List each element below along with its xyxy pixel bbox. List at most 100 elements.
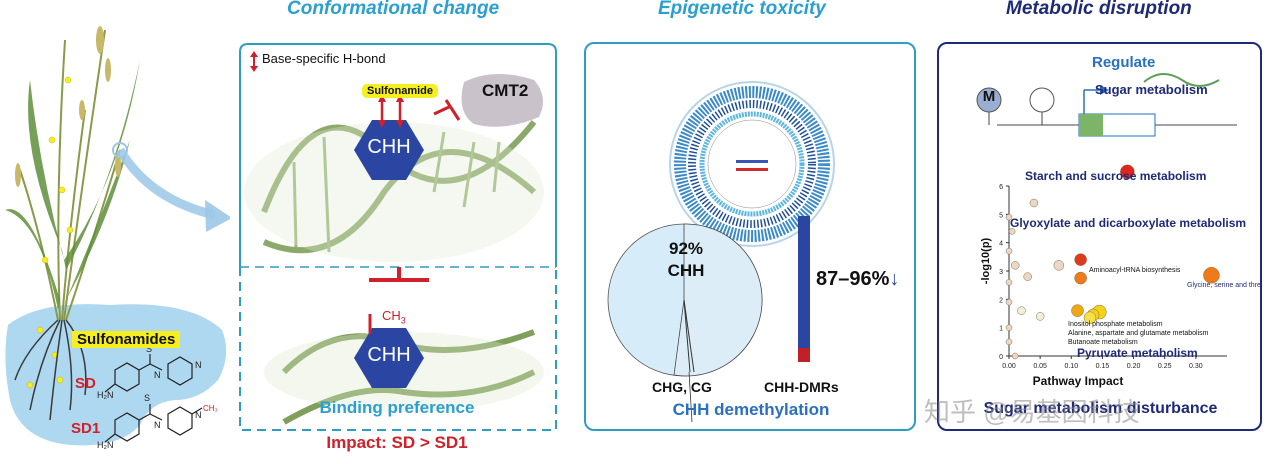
cmt2-label: CMT2 bbox=[482, 81, 529, 100]
scatter-point bbox=[1005, 324, 1013, 331]
epigenetic-graphics bbox=[607, 81, 835, 423]
dmr-bar-red bbox=[798, 348, 810, 362]
sd-structure-icon bbox=[104, 354, 193, 393]
scatter-point bbox=[1120, 164, 1135, 180]
scatter-point bbox=[1005, 298, 1013, 306]
metabolic-title: Metabolic disruption bbox=[1006, 0, 1192, 19]
pathway-annotation: Starch and sucrose metabolism bbox=[1025, 169, 1206, 183]
sd-label: SD bbox=[75, 375, 96, 392]
dmr-bar bbox=[798, 216, 810, 362]
unmethyl-circle bbox=[1029, 87, 1055, 113]
scatter-point bbox=[1203, 267, 1220, 284]
y-tick-label: 3 bbox=[999, 269, 1003, 276]
scatter-point bbox=[1074, 253, 1087, 266]
x-tick-label: 0.15 bbox=[1096, 363, 1110, 370]
scatter-point bbox=[1035, 312, 1045, 321]
y-tick-label: 5 bbox=[999, 212, 1003, 219]
scatter-point bbox=[1083, 311, 1097, 324]
conformational-frame bbox=[239, 43, 557, 431]
pie-other-label: CHG, CG bbox=[652, 379, 712, 395]
methyl-circle bbox=[976, 87, 1002, 113]
sd1-label: SD1 bbox=[71, 420, 101, 437]
scatter-point bbox=[1017, 306, 1026, 315]
metabolic-footer: Sugar metabolism disturbance bbox=[983, 400, 1218, 417]
ch3-subscript: 3 bbox=[400, 315, 406, 326]
cmt2-shape bbox=[461, 73, 543, 127]
pie-chart bbox=[607, 223, 763, 423]
svg-text:N: N bbox=[154, 420, 161, 430]
binding-preference-label: Binding preference bbox=[319, 398, 475, 417]
x-tick-label: 0.00 bbox=[1002, 363, 1016, 370]
svg-text:H₂N: H₂N bbox=[97, 390, 114, 400]
y-tick-label: 2 bbox=[999, 297, 1003, 304]
y-tick-label: 4 bbox=[999, 241, 1003, 248]
pathway-annotation: Pyruvate metabolism bbox=[1077, 346, 1198, 360]
chh-top-label: CHH bbox=[367, 136, 411, 158]
y-tick-label: 0 bbox=[999, 354, 1003, 361]
h-bond-arrows bbox=[380, 100, 402, 122]
pathway-annotation: Inositol phosphate metabolism bbox=[1068, 321, 1163, 328]
epigenetic-footer: CHH demethylation bbox=[672, 400, 830, 419]
pie-label: CHH bbox=[667, 261, 705, 280]
scatter-point bbox=[1071, 304, 1084, 317]
scatter-plot: 0.00 0.05 0.10 0.15 0.20 0.25 0.30 0 1 2 3 4 5 6Pathw… bbox=[980, 164, 1262, 388]
chh-hexagon-bottom bbox=[354, 328, 424, 388]
svg-text:CH₃: CH₃ bbox=[203, 404, 218, 413]
y-axis-label: -log10(p) bbox=[980, 237, 992, 284]
conformational-panel: Base-specific H-bond Sulfonamide CMT2 CH… bbox=[234, 42, 560, 432]
pathway-annotation: Aminoacyl-tRNA biosynthesis bbox=[1089, 267, 1181, 274]
wave-icon bbox=[1143, 73, 1220, 87]
circos-plot bbox=[669, 81, 835, 247]
scatter-point bbox=[1005, 213, 1013, 221]
chh-bottom-label: CHH bbox=[367, 344, 411, 366]
regulate-label: Regulate bbox=[1092, 54, 1156, 71]
metabolic-graphics: 0.00 0.05 0.10 0.15 0.20 0.25 0.30 0 1 2 3 4 5 6Pathw… bbox=[976, 73, 1262, 388]
compound-box: Sulfonamides bbox=[72, 331, 181, 348]
legend-text: Base-specific H-bond bbox=[262, 51, 386, 66]
sd1-structure-icon bbox=[104, 404, 203, 443]
x-axis-label: Pathway Impact bbox=[1033, 374, 1124, 388]
x-tick-label: 0.05 bbox=[1033, 363, 1047, 370]
svg-text:N: N bbox=[195, 410, 202, 420]
conformational-title: Conformational change bbox=[287, 0, 500, 19]
bar-value-text: 87–96% bbox=[816, 268, 890, 290]
scatter-point bbox=[1005, 247, 1013, 255]
scatter-point bbox=[1010, 261, 1020, 270]
x-tick-label: 0.30 bbox=[1189, 363, 1203, 370]
svg-text:N: N bbox=[195, 360, 202, 370]
scatter-point bbox=[1023, 272, 1032, 281]
x-tick-label: 0.25 bbox=[1158, 363, 1172, 370]
watermark: 知乎 @易基因科技 bbox=[924, 397, 1140, 427]
svg-text:S: S bbox=[144, 393, 150, 403]
y-tick-label: 6 bbox=[999, 184, 1003, 191]
down-arrow-icon: ↓ bbox=[889, 268, 900, 290]
sulfonamide-tag: Sulfonamide bbox=[362, 84, 439, 98]
svg-text:N: N bbox=[154, 370, 161, 380]
pie-percent: 92% bbox=[668, 239, 704, 258]
x-tick-label: 0.10 bbox=[1064, 363, 1078, 370]
impact-label: Impact: SD > SD1 bbox=[326, 433, 468, 452]
scatter-point bbox=[1074, 271, 1087, 285]
scatter-point bbox=[1005, 279, 1013, 286]
bar-value: 87–96%↓ bbox=[816, 268, 899, 291]
scatter-point bbox=[1029, 198, 1039, 208]
scatter-point bbox=[1008, 228, 1016, 235]
ch3-text: CH bbox=[382, 308, 401, 323]
bar-label: CHH-DMRs bbox=[764, 379, 839, 395]
pathway-annotation: Glycine, serine and threonine metabolism bbox=[1187, 282, 1262, 289]
zoom-arrow-icon bbox=[116, 147, 217, 220]
sugar-metabolism-label: Sugar metabolism bbox=[1095, 82, 1208, 97]
svg-text:H₂N: H₂N bbox=[97, 440, 114, 450]
pathway-annotation: Glyoxylate and dicarboxylate metabolism bbox=[1010, 216, 1246, 230]
epigenetic-panel: 92% CHH CHG, CG 87–96%↓ CHH-DMRs CHH dem… bbox=[584, 42, 916, 431]
pathway-annotation: Alanine, aspartate and glutamate metabol… bbox=[1068, 330, 1209, 337]
y-tick-label: 1 bbox=[999, 326, 1003, 333]
methyl-label: M bbox=[982, 88, 996, 105]
pathway-annotation: Butanoate metabolism bbox=[1068, 339, 1138, 346]
ch3-label: CH3 bbox=[382, 308, 406, 326]
x-tick-label: 0.20 bbox=[1127, 363, 1141, 370]
scatter-point bbox=[1011, 352, 1019, 360]
